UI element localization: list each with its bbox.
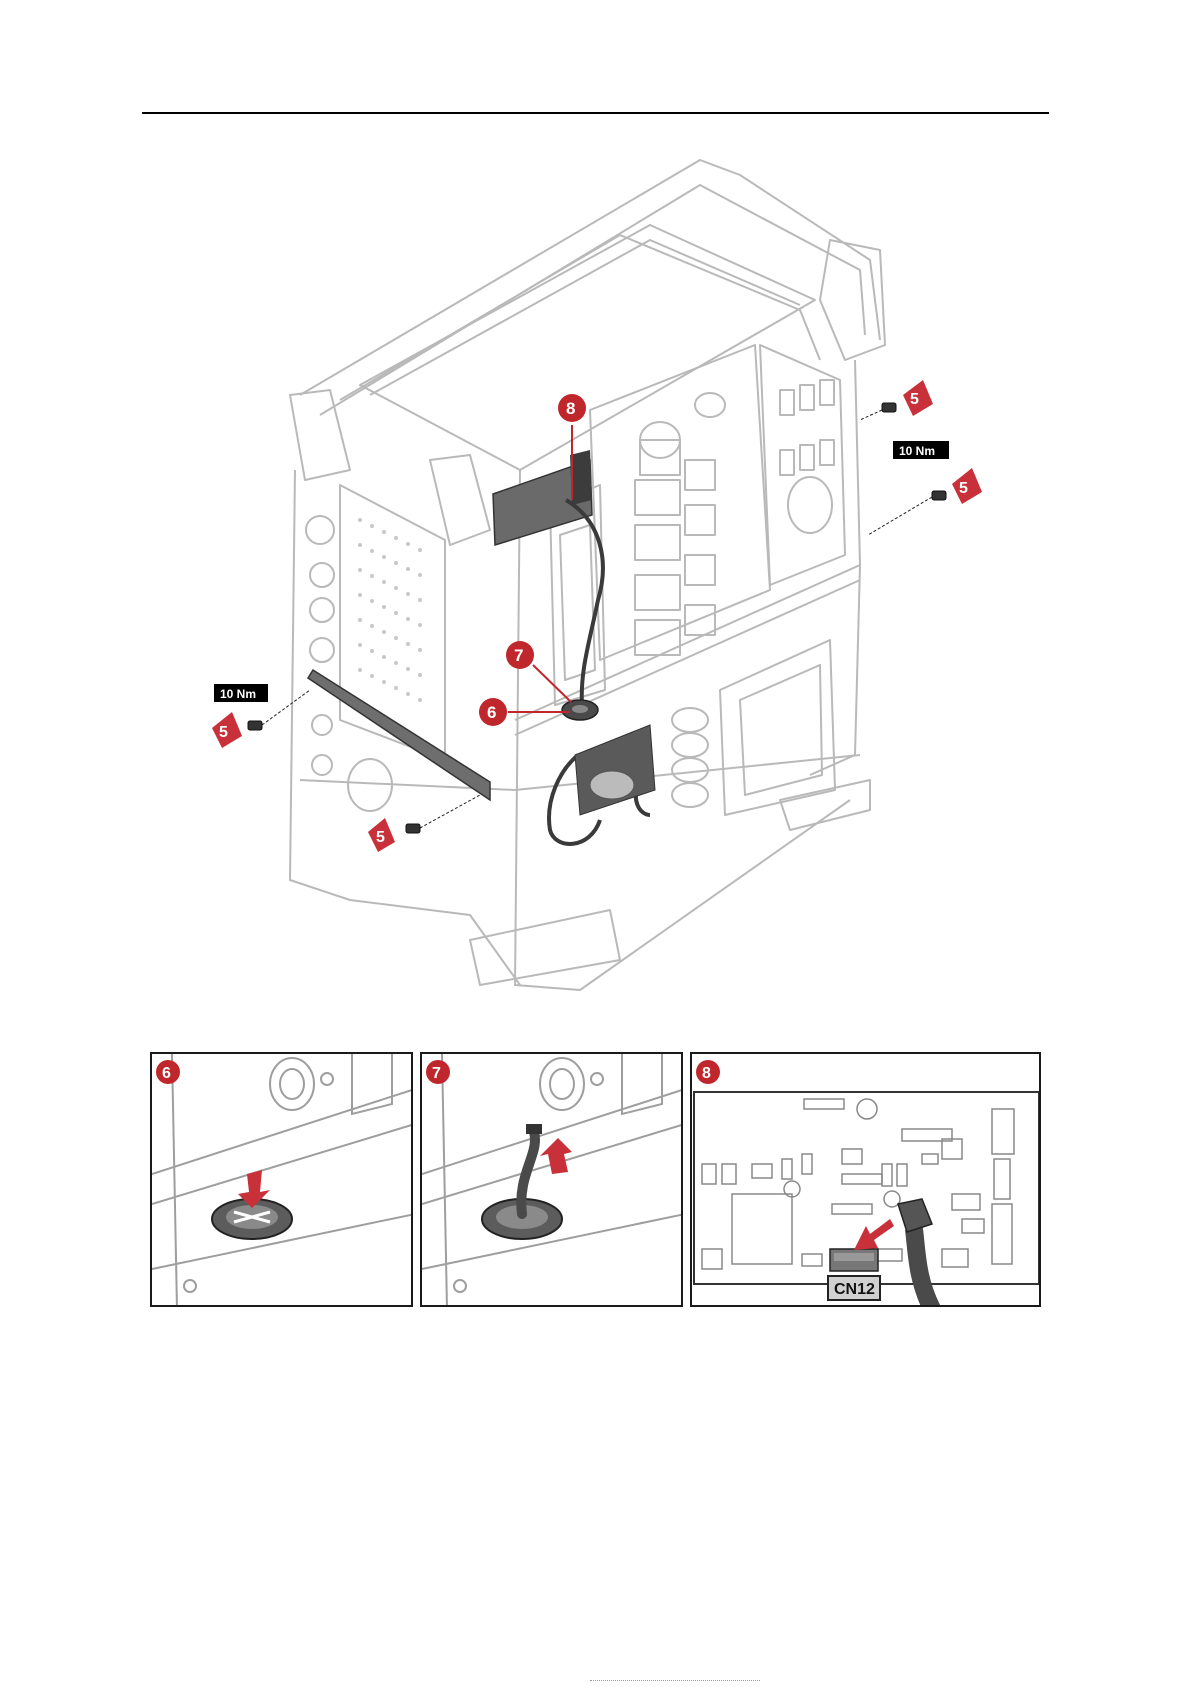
- panel-step-number: 8: [702, 1065, 711, 1082]
- svg-text:5: 5: [959, 480, 968, 497]
- disconnect-arrow-icon: [854, 1219, 894, 1250]
- step-5-arrow-bottom: 5: [368, 818, 395, 852]
- svg-text:10 Nm: 10 Nm: [220, 687, 256, 701]
- callout-7: 7: [506, 641, 571, 702]
- capacitor: [575, 725, 655, 815]
- pull-arrow-icon: [540, 1138, 572, 1174]
- svg-text:5: 5: [910, 391, 919, 408]
- detail-panel-7: 7: [420, 1052, 683, 1307]
- svg-text:8: 8: [566, 399, 575, 418]
- torque-label-right: 10 Nm: [893, 441, 949, 459]
- panel-step-number: 7: [432, 1065, 441, 1082]
- cover-strip: [308, 670, 490, 800]
- svg-text:5: 5: [376, 829, 385, 846]
- connector-label: CN12: [834, 1281, 875, 1298]
- step-5-arrow-left: 5: [212, 712, 242, 748]
- svg-text:5: 5: [219, 724, 228, 741]
- step-5-arrow-right: 5: [952, 468, 982, 504]
- ribbon-cable-icon: [914, 1229, 932, 1307]
- header-rule: [142, 112, 1049, 114]
- detail-panel-8: CN12 8: [690, 1052, 1041, 1307]
- step-5-arrow-top-right: 5: [903, 380, 933, 416]
- svg-text:6: 6: [487, 703, 496, 722]
- grommet: [562, 700, 598, 720]
- panel-step-number: 6: [162, 1065, 171, 1082]
- torque-label-left: 10 Nm: [214, 684, 268, 702]
- footer-dotted-line: [590, 1680, 760, 1681]
- cable-plug-icon: [898, 1199, 932, 1232]
- detail-panel-6: 6: [150, 1052, 413, 1307]
- svg-text:10 Nm: 10 Nm: [899, 444, 935, 458]
- vent-grille: [358, 518, 422, 702]
- svg-text:7: 7: [514, 646, 523, 665]
- cn12-connector: [830, 1249, 878, 1271]
- main-assembly-illustration: 5 5 5 5 10 Nm 10 Nm 8 7 6: [0, 130, 1191, 1010]
